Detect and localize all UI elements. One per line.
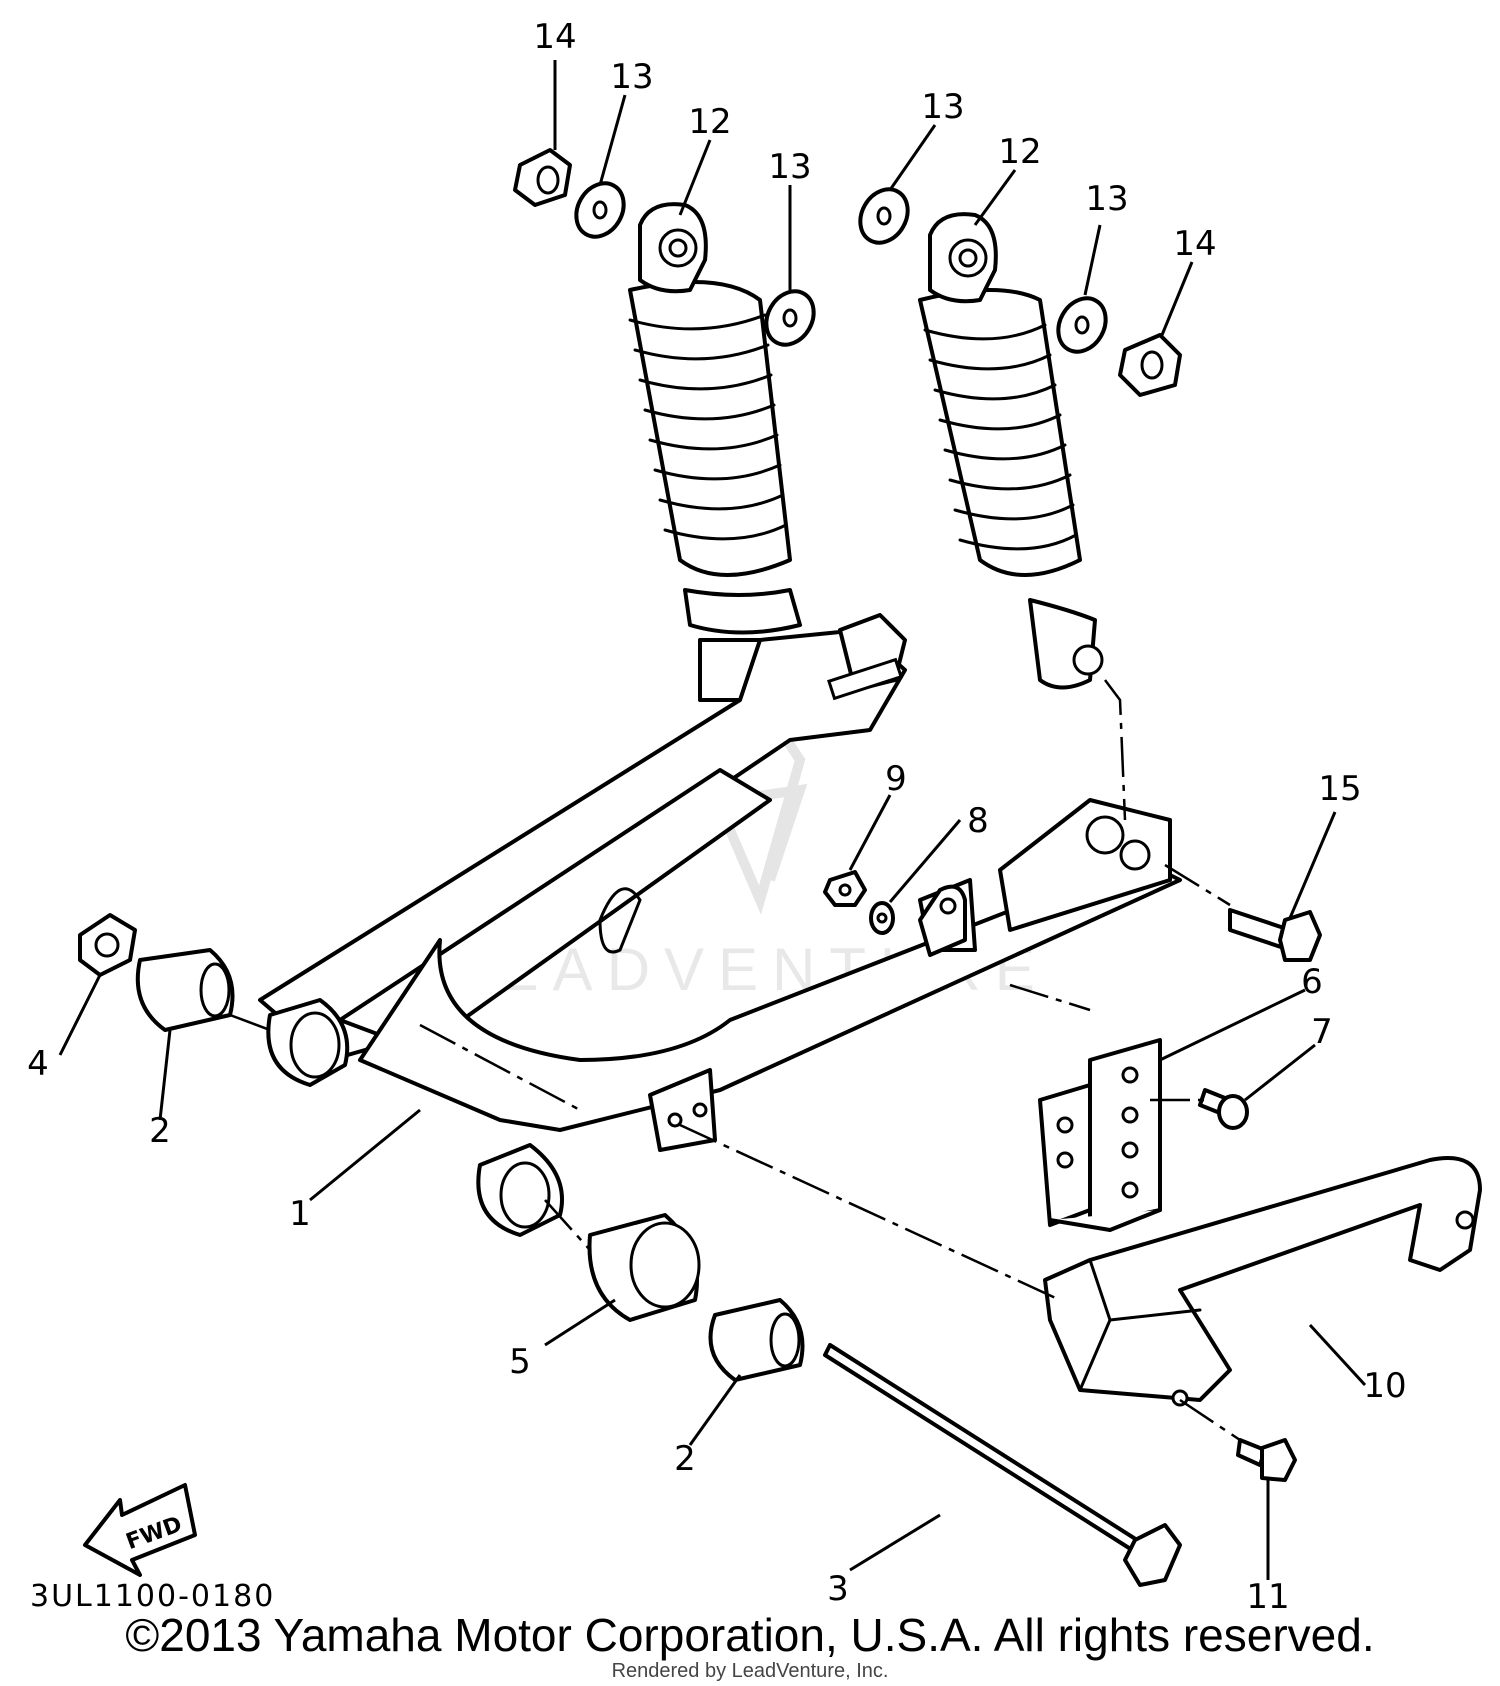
bushing xyxy=(587,1213,701,1322)
bolt-protector xyxy=(1236,1438,1297,1482)
collar-upper xyxy=(135,948,235,1032)
washer-top-right-a xyxy=(858,187,910,245)
callout-labels: 14 13 12 13 13 12 13 14 9 8 15 4 2 6 7 1… xyxy=(27,17,1406,1617)
callout-4: 4 xyxy=(27,1044,49,1084)
chain-protector xyxy=(1043,1156,1482,1407)
callout-12-right: 12 xyxy=(998,132,1041,172)
copyright-notice: ©2013 Yamaha Motor Corporation, U.S.A. A… xyxy=(125,1609,1375,1661)
mount-tab xyxy=(918,884,967,957)
washer-top-left-b xyxy=(764,289,816,347)
spring-coils-left xyxy=(628,280,792,577)
callout-3: 3 xyxy=(827,1569,849,1609)
pivot-shaft xyxy=(823,1343,1182,1587)
callout-13-right-b: 13 xyxy=(1085,179,1128,219)
nut-small xyxy=(823,870,867,907)
callout-12-left: 12 xyxy=(688,102,731,142)
callout-1: 1 xyxy=(289,1194,311,1234)
washer-top-right-b xyxy=(1056,296,1108,354)
bracket xyxy=(1038,1038,1162,1232)
nut-top-left xyxy=(513,148,572,207)
callout-13-left-a: 13 xyxy=(610,57,653,97)
pivot-boss-bottom xyxy=(476,1143,564,1237)
callout-13-right-a: 13 xyxy=(921,87,964,127)
callout-14-right: 14 xyxy=(1173,224,1216,264)
callout-10: 10 xyxy=(1363,1366,1406,1406)
callout-7: 7 xyxy=(1311,1012,1333,1052)
diagram-code: 3UL1100-0180 xyxy=(30,1579,275,1614)
callout-15: 15 xyxy=(1318,769,1361,809)
rendered-by-credit: Rendered by LeadVenture, Inc. xyxy=(611,1660,889,1682)
nut-top-right xyxy=(1118,333,1182,397)
callout-14-left: 14 xyxy=(533,17,576,57)
callout-8: 8 xyxy=(967,801,989,841)
pivot-boss-top xyxy=(266,998,350,1087)
shock-absorber-left xyxy=(628,202,802,702)
bolt-shock xyxy=(1228,908,1322,962)
callout-13-left-b: 13 xyxy=(768,147,811,187)
washer-small xyxy=(869,901,895,935)
callout-5: 5 xyxy=(509,1342,531,1382)
callout-11: 11 xyxy=(1246,1577,1289,1617)
callout-6: 6 xyxy=(1301,962,1323,1002)
callout-9: 9 xyxy=(885,759,907,799)
callout-2-lower: 2 xyxy=(674,1439,696,1479)
spring-coils-right xyxy=(918,288,1082,577)
screw-bracket xyxy=(1198,1088,1249,1130)
collar-lower xyxy=(708,1298,805,1382)
nut-pivot xyxy=(78,913,137,977)
callout-2-upper: 2 xyxy=(149,1111,171,1151)
swing-arm xyxy=(258,613,1182,1152)
fwd-arrow-icon: FWD xyxy=(83,1483,197,1577)
washer-top-left-a xyxy=(574,181,626,239)
leader-lines xyxy=(58,60,1367,1580)
shock-absorber-right xyxy=(918,212,1104,690)
assembly-lines xyxy=(229,679,1241,1442)
